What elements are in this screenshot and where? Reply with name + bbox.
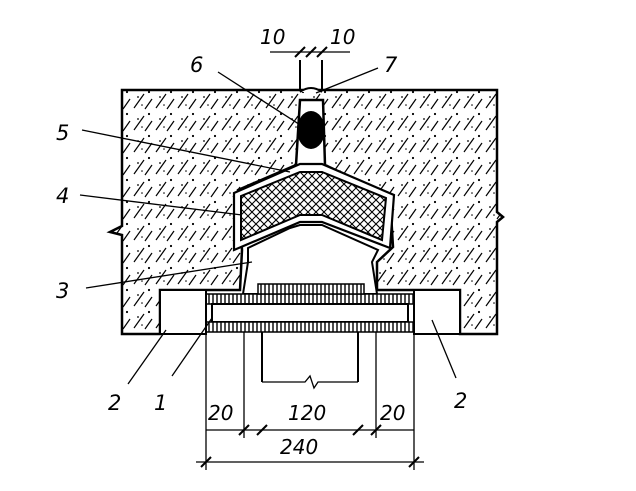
callout-2-right: 2 <box>454 389 467 413</box>
mesh-insulation <box>240 171 388 242</box>
callout-4: 4 <box>56 184 69 208</box>
dimension-lines <box>196 46 424 468</box>
callout-3: 3 <box>56 279 69 303</box>
dimension-extension-lines <box>205 332 415 470</box>
callout-5: 5 <box>56 121 69 145</box>
dim-left-20: 20 <box>208 401 233 425</box>
dim-top-left: 10 <box>260 25 285 49</box>
base-plate-main <box>211 303 409 323</box>
base-strip-upper <box>257 283 365 295</box>
gasket-cord <box>297 111 325 149</box>
dim-overall-240: 240 <box>280 435 318 459</box>
support-pad <box>241 224 380 295</box>
side-block-right <box>413 289 461 335</box>
base-plate-hatched-top <box>205 293 415 305</box>
callout-6: 6 <box>190 53 203 77</box>
dim-right-20: 20 <box>380 401 405 425</box>
base-plate-hatched-bottom <box>205 321 415 333</box>
dim-top-right: 10 <box>330 25 355 49</box>
callout-leaders <box>79 67 457 385</box>
callout-7: 7 <box>384 53 398 77</box>
side-block-left <box>159 289 207 335</box>
callout-2-left: 2 <box>108 391 121 415</box>
callout-1: 1 <box>154 391 167 415</box>
dim-middle-120: 120 <box>288 401 326 425</box>
